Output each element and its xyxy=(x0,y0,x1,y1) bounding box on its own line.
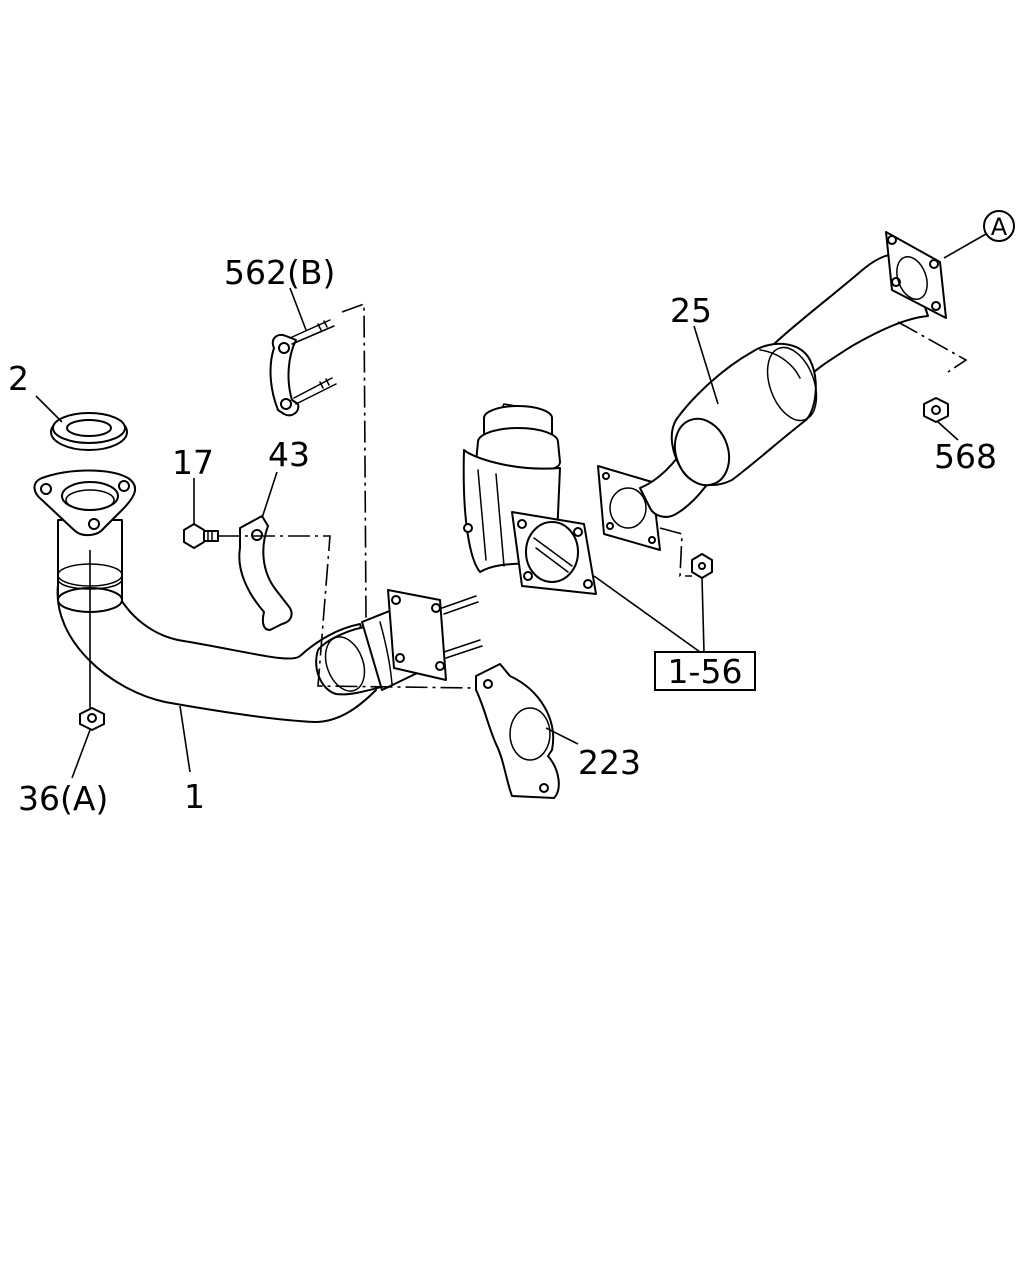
callout-568: 568 xyxy=(934,437,997,476)
nut-568 xyxy=(923,397,949,423)
callout-labels: 562(B) 2 17 43 36(A) 1 223 25 568 1-56 A xyxy=(8,210,1015,818)
callout-2: 2 xyxy=(8,359,29,398)
bracket-43 xyxy=(238,515,293,631)
rear-pipe-25 xyxy=(639,231,947,518)
u-bolt-562b xyxy=(269,319,337,417)
nut-1-56 xyxy=(691,553,713,579)
callout-1-56-box xyxy=(654,651,756,691)
callout-562b: 562(B) xyxy=(224,253,335,292)
bolt-17 xyxy=(183,523,219,549)
assembly-lines xyxy=(218,302,968,689)
reference-a-label: A xyxy=(991,213,1008,241)
callout-1: 1 xyxy=(184,777,205,816)
callout-25: 25 xyxy=(670,291,712,330)
callout-43: 43 xyxy=(268,435,310,474)
callout-1-56: 1-56 xyxy=(668,652,743,691)
gasket-ring-2 xyxy=(50,412,128,451)
exhaust-brake-valve-assembly xyxy=(462,403,597,595)
nut-36a xyxy=(79,707,105,731)
callout-17: 17 xyxy=(172,443,214,482)
reference-a-circle xyxy=(983,210,1015,242)
heat-shield-223 xyxy=(475,663,560,799)
callout-36a: 36(A) xyxy=(18,779,108,818)
callout-223: 223 xyxy=(578,743,641,782)
leader-lines xyxy=(35,233,987,779)
